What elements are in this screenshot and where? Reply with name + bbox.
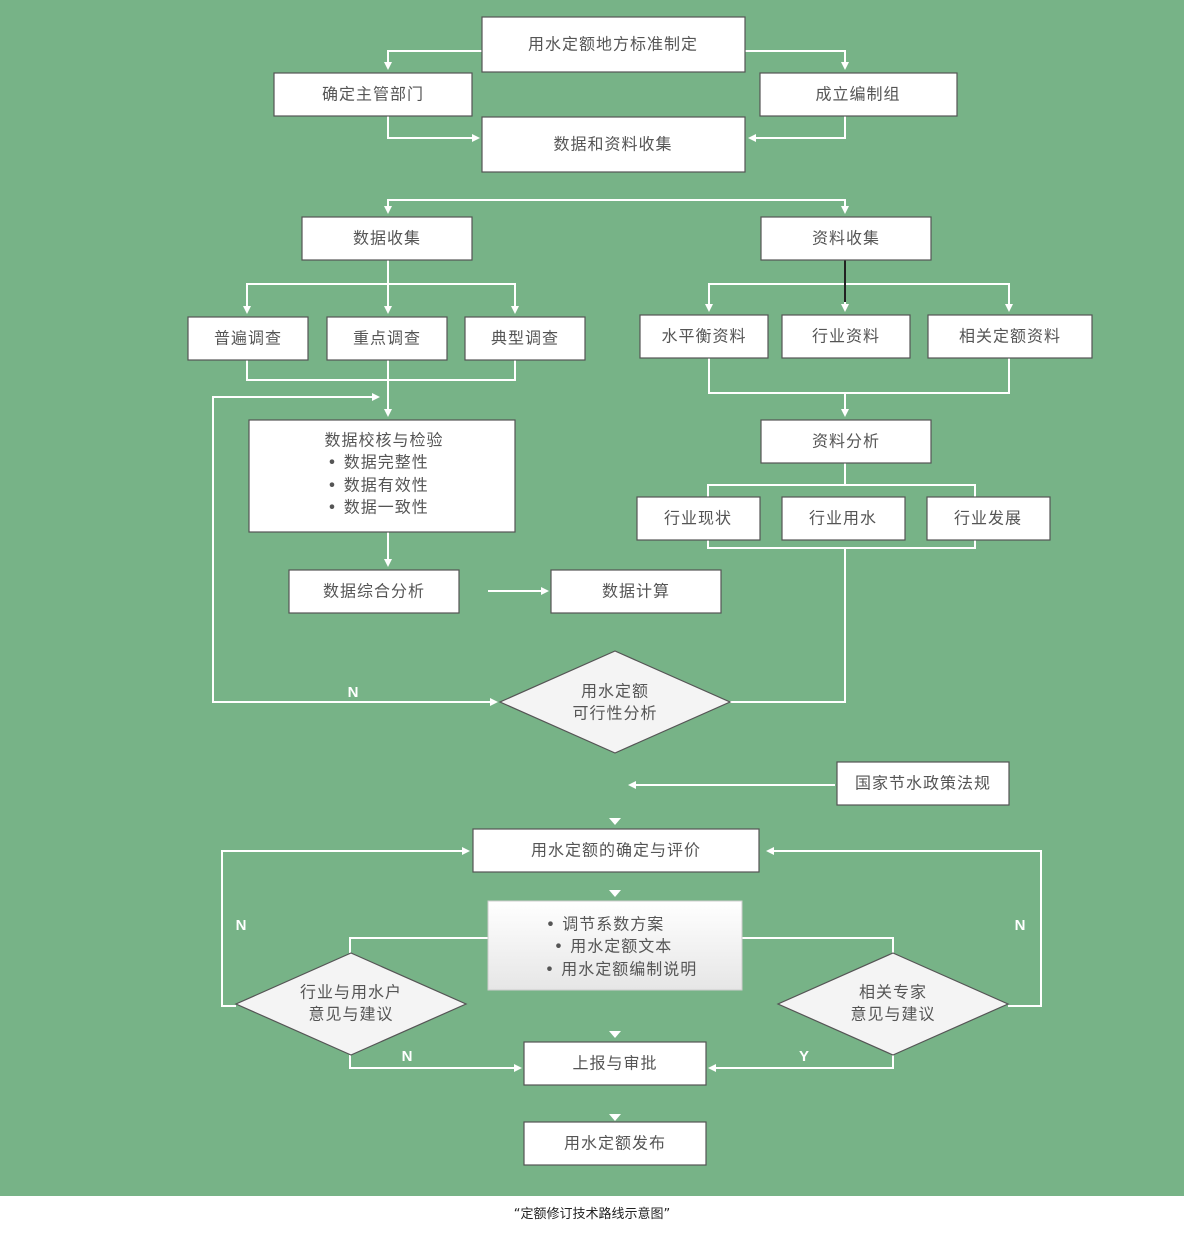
edge-label-y: Y: [799, 1048, 809, 1065]
node-survey-typical: 典型调查: [464, 316, 586, 361]
svg-text:数据收集: 数据收集: [353, 229, 421, 248]
svg-text:行业用水: 行业用水: [809, 509, 877, 528]
svg-text:上报与审批: 上报与审批: [572, 1054, 657, 1073]
node-industry-dev: 行业发展: [926, 496, 1051, 541]
svg-text:成立编制组: 成立编制组: [815, 85, 900, 104]
caption: “定额修订技术路线示意图”: [514, 1206, 670, 1222]
node-industry-water: 行业用水: [781, 496, 906, 541]
svg-text:资料分析: 资料分析: [812, 432, 880, 451]
svg-text:数据计算: 数据计算: [602, 582, 670, 601]
node-data-collect: 数据收集: [301, 216, 473, 261]
node-root: 用水定额地方标准制定: [481, 16, 746, 73]
node-material-analysis: 资料分析: [760, 419, 932, 464]
svg-text:相关专家: 相关专家: [859, 983, 927, 1002]
svg-text:数据和资料收集: 数据和资料收集: [553, 135, 672, 154]
node-approve: 上报与审批: [523, 1041, 707, 1086]
svg-text:• 调节系数方案: • 调节系数方案: [546, 915, 665, 934]
node-material-collect: 资料收集: [760, 216, 932, 261]
svg-text:典型调查: 典型调查: [491, 329, 559, 348]
edge-label-n: N: [348, 684, 359, 701]
node-industry-status: 行业现状: [636, 496, 761, 541]
svg-text:数据校核与检验: 数据校核与检验: [324, 431, 443, 450]
svg-text:确定主管部门: 确定主管部门: [322, 85, 424, 104]
svg-text:数据综合分析: 数据综合分析: [323, 582, 425, 601]
svg-text:• 数据一致性: • 数据一致性: [327, 498, 429, 517]
svg-text:水平衡资料: 水平衡资料: [661, 327, 746, 346]
svg-text:相关定额资料: 相关定额资料: [959, 327, 1061, 346]
node-related-quota: 相关定额资料: [927, 314, 1093, 359]
node-industry-material: 行业资料: [781, 314, 911, 359]
svg-text:行业发展: 行业发展: [954, 509, 1022, 528]
svg-text:• 用水定额编制说明: • 用水定额编制说明: [545, 960, 698, 979]
node-group: 成立编制组: [759, 72, 958, 117]
svg-text:行业与用水户: 行业与用水户: [300, 983, 402, 1002]
node-water-balance: 水平衡资料: [639, 314, 769, 359]
svg-text:行业现状: 行业现状: [664, 509, 732, 528]
node-data-analysis: 数据综合分析: [288, 569, 460, 614]
svg-text:意见与建议: 意见与建议: [850, 1005, 935, 1024]
svg-text:意见与建议: 意见与建议: [308, 1005, 393, 1024]
node-outputs: • 调节系数方案 • 用水定额文本 • 用水定额编制说明: [487, 900, 743, 991]
svg-text:国家节水政策法规: 国家节水政策法规: [855, 774, 991, 793]
node-data-calc: 数据计算: [550, 569, 722, 614]
svg-text:用水定额地方标准制定: 用水定额地方标准制定: [528, 35, 698, 54]
connectors: [212, 50, 1042, 1121]
svg-text:普遍调查: 普遍调查: [214, 329, 282, 348]
node-dept: 确定主管部门: [273, 72, 473, 117]
node-survey-key: 重点调查: [326, 316, 448, 361]
node-policy: 国家节水政策法规: [836, 761, 1010, 806]
svg-text:重点调查: 重点调查: [353, 329, 421, 348]
edge-label-n: N: [402, 1048, 413, 1065]
node-survey-general: 普遍调查: [187, 316, 309, 361]
node-verify: 数据校核与检验 • 数据完整性 • 数据有效性 • 数据一致性: [248, 419, 516, 533]
edge-label-n: N: [1015, 917, 1026, 934]
svg-text:用水定额: 用水定额: [581, 682, 649, 701]
svg-text:• 数据有效性: • 数据有效性: [327, 476, 429, 495]
node-determine: 用水定额的确定与评价: [472, 828, 760, 873]
edge-label-n: N: [236, 917, 247, 934]
svg-text:用水定额的确定与评价: 用水定额的确定与评价: [531, 841, 701, 860]
svg-text:可行性分析: 可行性分析: [572, 704, 657, 723]
svg-text:行业资料: 行业资料: [812, 327, 880, 346]
node-publish: 用水定额发布: [523, 1121, 707, 1166]
svg-text:用水定额发布: 用水定额发布: [564, 1134, 666, 1153]
svg-text:• 用水定额文本: • 用水定额文本: [554, 937, 673, 956]
node-collect: 数据和资料收集: [481, 116, 746, 173]
svg-text:• 数据完整性: • 数据完整性: [327, 453, 429, 472]
svg-text:资料收集: 资料收集: [812, 229, 880, 248]
